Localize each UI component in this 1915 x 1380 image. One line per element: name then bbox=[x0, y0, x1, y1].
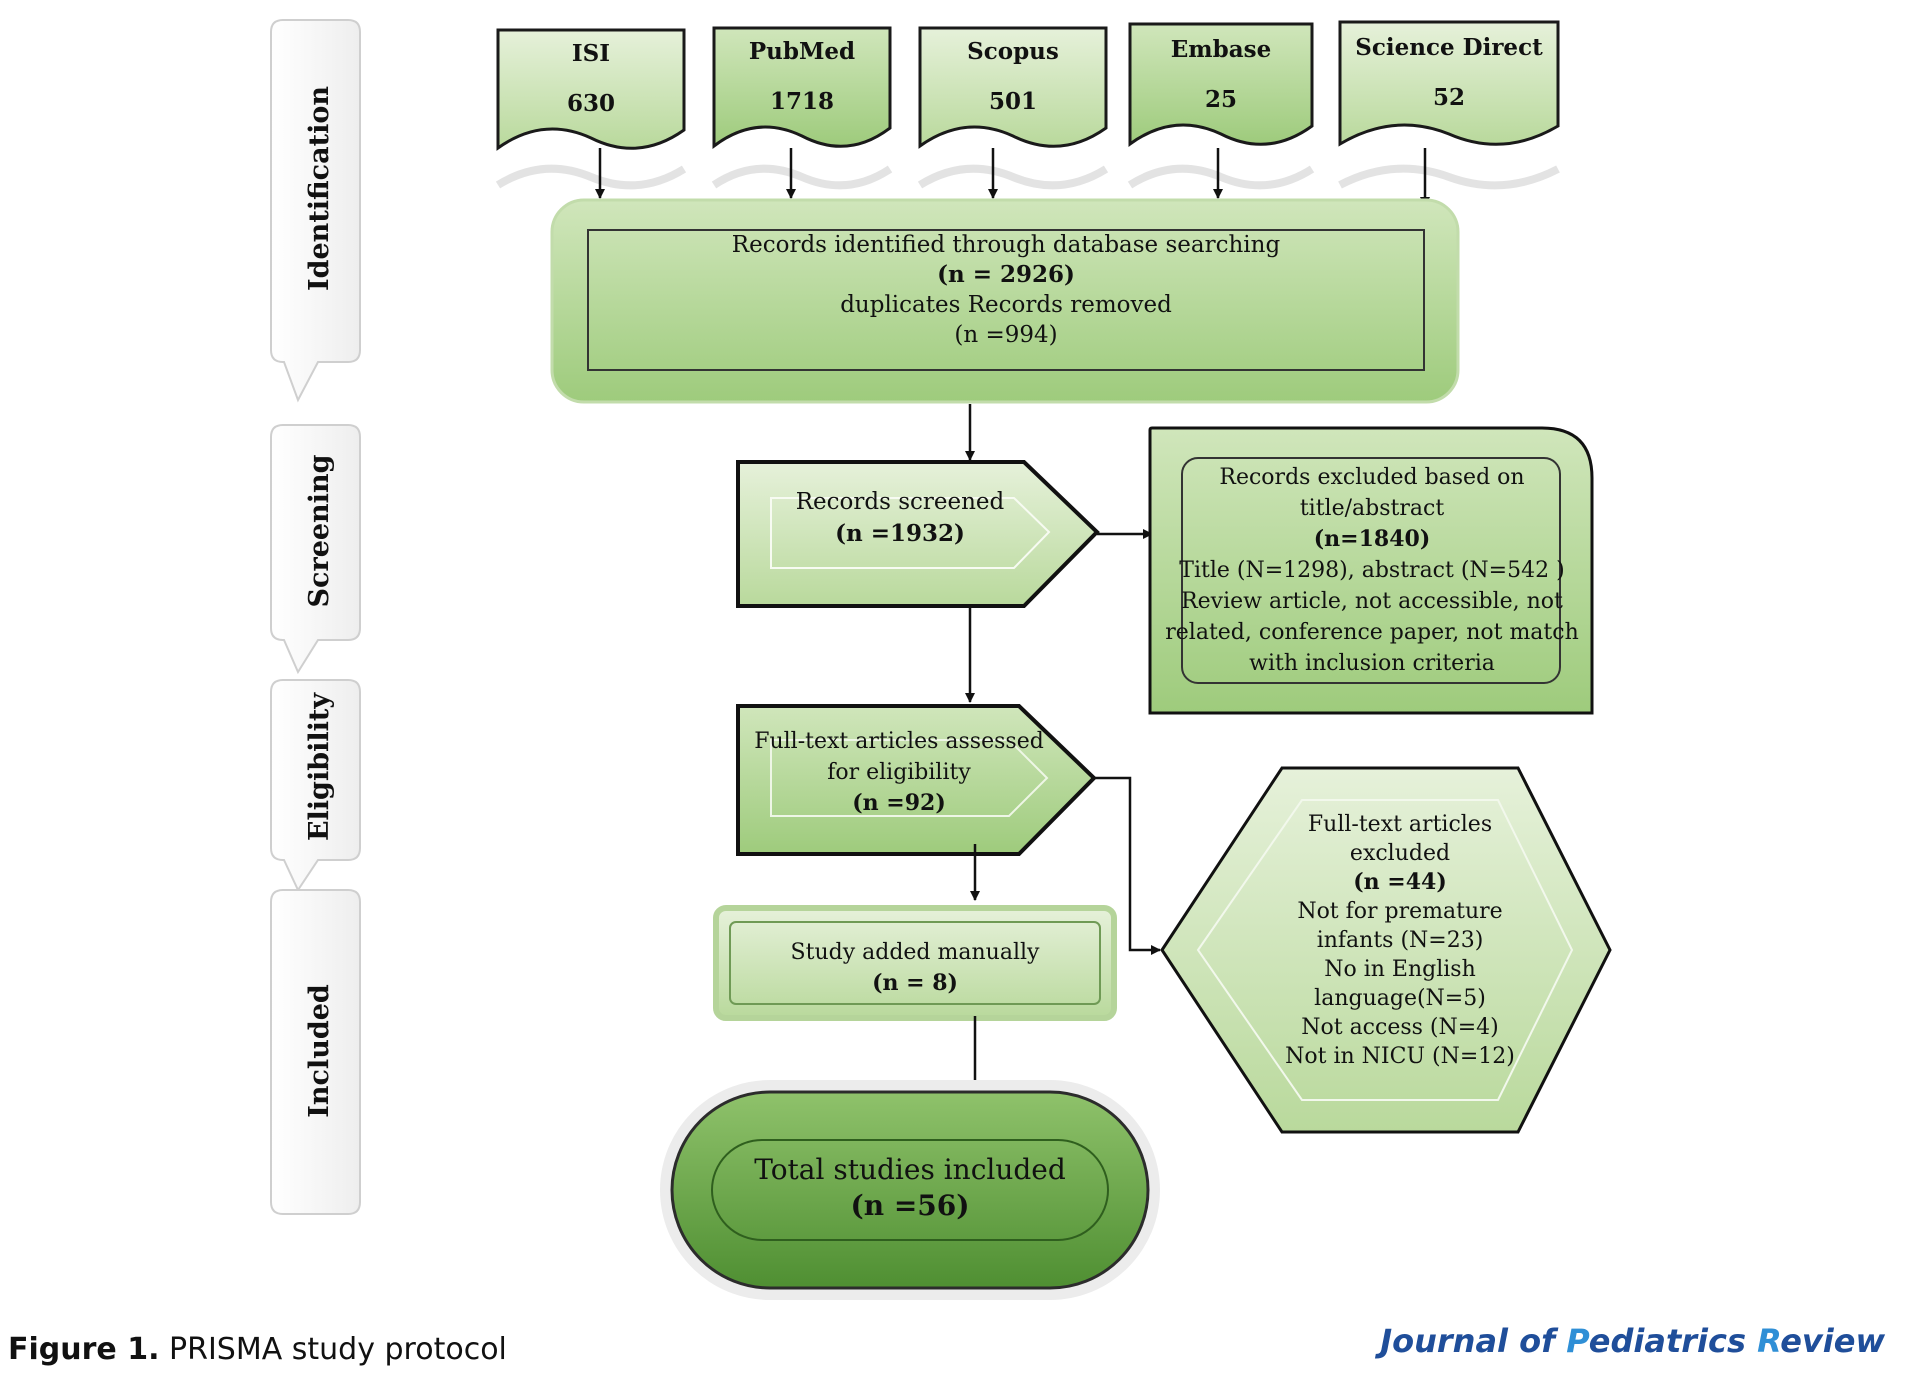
database-shape-pubmed bbox=[711, 26, 893, 190]
database-count: 52 bbox=[1432, 83, 1465, 111]
database-name: Embase bbox=[1170, 36, 1272, 63]
stage-label-screening: Screening bbox=[304, 454, 335, 608]
database-shape-embase bbox=[1127, 22, 1315, 190]
journal-letter-r: R bbox=[1757, 1322, 1781, 1360]
database-name: ISI bbox=[571, 40, 611, 67]
database-name: PubMed bbox=[748, 38, 856, 65]
excluded-screening-reasons-2: related, conference paper, not match bbox=[1165, 620, 1579, 645]
duplicates-label: duplicates Records removed bbox=[840, 292, 1172, 318]
included-count: (n =56) bbox=[850, 1189, 970, 1222]
excluded-fulltext-count: (n =44) bbox=[1353, 869, 1447, 895]
excluded-screening-shape bbox=[1148, 426, 1594, 715]
records-identified-shape bbox=[550, 198, 1460, 404]
database-scopus: Scopus 501 bbox=[920, 38, 1106, 115]
database-science-direct: Science Direct 52 bbox=[1340, 34, 1558, 111]
arrow-to-excluded-fulltext bbox=[1094, 776, 1161, 955]
identified-label: Records identified through database sear… bbox=[731, 232, 1281, 258]
database-count: 501 bbox=[988, 87, 1037, 115]
included-label: Total studies included bbox=[754, 1153, 1066, 1186]
database-arrows bbox=[595, 148, 1430, 207]
manual-added-shape bbox=[713, 905, 1117, 1021]
journal-part-1: Journal of bbox=[1380, 1322, 1567, 1360]
identified-count: (n = 2926) bbox=[937, 261, 1075, 288]
records-identified-text: Records identified through database sear… bbox=[588, 230, 1424, 350]
excluded-screening-reasons-3: with inclusion criteria bbox=[1249, 651, 1495, 676]
journal-letter-p: P bbox=[1566, 1322, 1589, 1360]
excluded-fulltext-label-2: excluded bbox=[1349, 841, 1451, 866]
manual-added-text: Study added manually (n = 8) bbox=[730, 938, 1100, 998]
excluded-screening-label-2: title/abstract bbox=[1299, 496, 1445, 521]
duplicates-count: (n =994) bbox=[954, 322, 1058, 348]
stage-callout-screening bbox=[270, 424, 361, 675]
database-isi: ISI 630 bbox=[498, 40, 684, 117]
excluded-fulltext-text: Full-text articles excluded (n =44) Not … bbox=[1250, 810, 1550, 1071]
stage-label-included: Included bbox=[304, 984, 335, 1118]
figure-title: PRISMA study protocol bbox=[159, 1332, 507, 1367]
manual-label: Study added manually bbox=[790, 940, 1040, 965]
excluded-fulltext-reason-3: Not access (N=4) bbox=[1301, 1015, 1499, 1040]
total-included-text: Total studies included (n =56) bbox=[712, 1152, 1108, 1224]
records-screened-shape bbox=[736, 460, 1100, 608]
database-count: 1718 bbox=[769, 87, 834, 115]
stage-callout-included bbox=[270, 889, 361, 1215]
excluded-fulltext-label: Full-text articles bbox=[1307, 812, 1493, 837]
figure-number: Figure 1. bbox=[8, 1332, 160, 1367]
database-shape-science-direct bbox=[1338, 20, 1560, 190]
database-pubmed: PubMed 1718 bbox=[714, 38, 890, 115]
database-shape-isi bbox=[495, 28, 687, 190]
excluded-screening-count: (n=1840) bbox=[1313, 526, 1431, 552]
stage-label-eligibility: Eligibility bbox=[304, 692, 335, 842]
stage-callout-identification bbox=[270, 19, 361, 403]
excluded-screening-text: Records excluded based on title/abstract… bbox=[1150, 462, 1594, 679]
eligibility-label: Full-text articles assessed bbox=[754, 729, 1044, 754]
manual-count: (n = 8) bbox=[872, 970, 958, 996]
eligibility-label-2: for eligibility bbox=[827, 760, 971, 785]
eligibility-count: (n =92) bbox=[852, 790, 946, 816]
journal-part-2: ediatrics bbox=[1588, 1322, 1758, 1360]
database-name: Scopus bbox=[967, 38, 1059, 65]
figure-caption: Figure 1. PRISMA study protocol bbox=[8, 1332, 507, 1367]
excluded-fulltext-reason-1b: infants (N=23) bbox=[1316, 928, 1484, 953]
database-count: 25 bbox=[1204, 85, 1237, 113]
excluded-fulltext-shape bbox=[1160, 766, 1612, 1134]
excluded-fulltext-reason-2b: language(N=5) bbox=[1314, 986, 1486, 1011]
journal-name: Journal of Pediatrics Review bbox=[1380, 1322, 1885, 1360]
excluded-fulltext-reason-2: No in English bbox=[1324, 957, 1476, 982]
excluded-screening-breakdown: Title (N=1298), abstract (N=542 ) bbox=[1179, 558, 1565, 583]
eligibility-shape bbox=[736, 704, 1097, 856]
excluded-fulltext-reason-1: Not for premature bbox=[1297, 899, 1503, 924]
stage-label-identification: Identification bbox=[304, 86, 335, 291]
database-count: 630 bbox=[566, 89, 615, 117]
screened-label: Records screened bbox=[795, 489, 1005, 515]
excluded-screening-reasons-1: Review article, not accessible, not bbox=[1181, 589, 1563, 614]
journal-part-3: eview bbox=[1780, 1322, 1885, 1360]
database-shape-scopus bbox=[917, 26, 1109, 190]
total-included-shape bbox=[660, 1080, 1160, 1300]
excluded-fulltext-reason-4: Not in NICU (N=12) bbox=[1285, 1044, 1515, 1069]
excluded-screening-label: Records excluded based on bbox=[1219, 465, 1525, 490]
eligibility-text: Full-text articles assessed for eligibil… bbox=[744, 726, 1054, 819]
stage-callout-eligibility bbox=[270, 679, 361, 893]
screened-count: (n =1932) bbox=[835, 520, 965, 547]
records-screened-text: Records screened (n =1932) bbox=[752, 486, 1048, 550]
database-embase: Embase 25 bbox=[1130, 36, 1312, 113]
database-name: Science Direct bbox=[1355, 34, 1543, 61]
